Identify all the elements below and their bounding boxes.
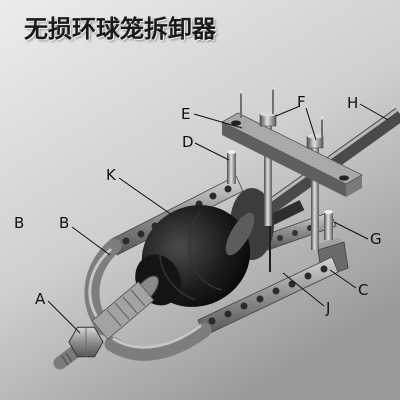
leader-line-c bbox=[329, 269, 357, 289]
bar-hole bbox=[288, 280, 296, 288]
leader-line-d bbox=[194, 142, 230, 161]
callout-label-h: H bbox=[347, 94, 359, 112]
bar-hole bbox=[240, 302, 248, 310]
block-c-top bbox=[312, 238, 344, 250]
bar-hole bbox=[272, 287, 280, 295]
top-plate bbox=[221, 112, 363, 197]
top-plate-hole bbox=[231, 120, 241, 126]
bar-hole bbox=[209, 192, 217, 200]
callout-label-b-outer: B bbox=[14, 214, 25, 232]
boot-neck-band bbox=[225, 212, 255, 256]
thread-line bbox=[65, 352, 73, 363]
leader-line-g bbox=[333, 221, 369, 240]
thin-post-tip bbox=[271, 86, 275, 90]
spline-groove bbox=[114, 302, 130, 320]
top-plate-top bbox=[221, 112, 363, 185]
thin-posts bbox=[239, 86, 324, 137]
callout-label-c: C bbox=[358, 281, 369, 299]
nut-assembly bbox=[53, 326, 104, 370]
bar-hole bbox=[304, 272, 312, 280]
leader-line-f-right bbox=[305, 107, 317, 141]
top-plate-end bbox=[346, 175, 362, 197]
leader-lines bbox=[47, 103, 389, 334]
thread-line bbox=[61, 355, 69, 366]
leader-line-h bbox=[359, 103, 389, 121]
callout-label-a: A bbox=[35, 290, 46, 308]
callout-label-b: B bbox=[59, 214, 70, 232]
bar-hole bbox=[277, 235, 283, 241]
bar-hole bbox=[320, 265, 328, 273]
callout-label-g: G bbox=[370, 230, 382, 248]
bar-hole bbox=[224, 185, 232, 193]
leader-line-k bbox=[118, 177, 173, 216]
spline-body bbox=[91, 281, 155, 340]
pin-g-body bbox=[324, 212, 333, 240]
callout-label-e: E bbox=[181, 105, 191, 123]
callout-label-f: F bbox=[297, 93, 306, 111]
leader-line-a bbox=[47, 300, 81, 334]
bar-hole bbox=[292, 230, 298, 236]
spline-groove bbox=[106, 309, 122, 327]
page-title: 无损环球笼拆卸器 bbox=[24, 15, 216, 43]
top-plate-hole bbox=[339, 175, 349, 181]
pin-d-body bbox=[227, 152, 236, 184]
spline-groove bbox=[122, 296, 138, 314]
threaded-stub bbox=[53, 344, 83, 370]
bar-hole bbox=[256, 295, 264, 303]
spline-groove bbox=[130, 289, 146, 307]
leader-line-f-left bbox=[275, 105, 301, 117]
bolt-right-shaft bbox=[311, 146, 319, 250]
bar-hole bbox=[122, 237, 130, 245]
yoke-lower-arm-highlight bbox=[112, 324, 202, 349]
leader-line-b bbox=[71, 226, 111, 256]
spline-shaft bbox=[91, 281, 155, 340]
yoke-lower-arm bbox=[104, 322, 212, 361]
top-plate-front bbox=[222, 122, 346, 197]
boot-rib bbox=[159, 221, 196, 301]
leader-line-j bbox=[282, 272, 325, 307]
thin-post-tip bbox=[320, 116, 324, 120]
callout-label-d: D bbox=[182, 133, 194, 151]
pin-d-top bbox=[227, 150, 236, 154]
bar-hole bbox=[137, 230, 145, 238]
thin-post-tip bbox=[239, 90, 243, 94]
boot-rib bbox=[188, 211, 223, 291]
leader-line-e bbox=[193, 113, 243, 129]
bar-hole bbox=[224, 310, 232, 318]
pin-g bbox=[324, 210, 333, 240]
bar-hole bbox=[208, 317, 216, 325]
bolt-left-shaft bbox=[264, 122, 272, 226]
yoke-upper-arm-highlight bbox=[88, 248, 112, 324]
pin-d bbox=[227, 150, 236, 184]
pin-g-top bbox=[324, 210, 333, 214]
callout-label-k: K bbox=[106, 166, 116, 184]
callout-label-j: J bbox=[326, 299, 331, 317]
